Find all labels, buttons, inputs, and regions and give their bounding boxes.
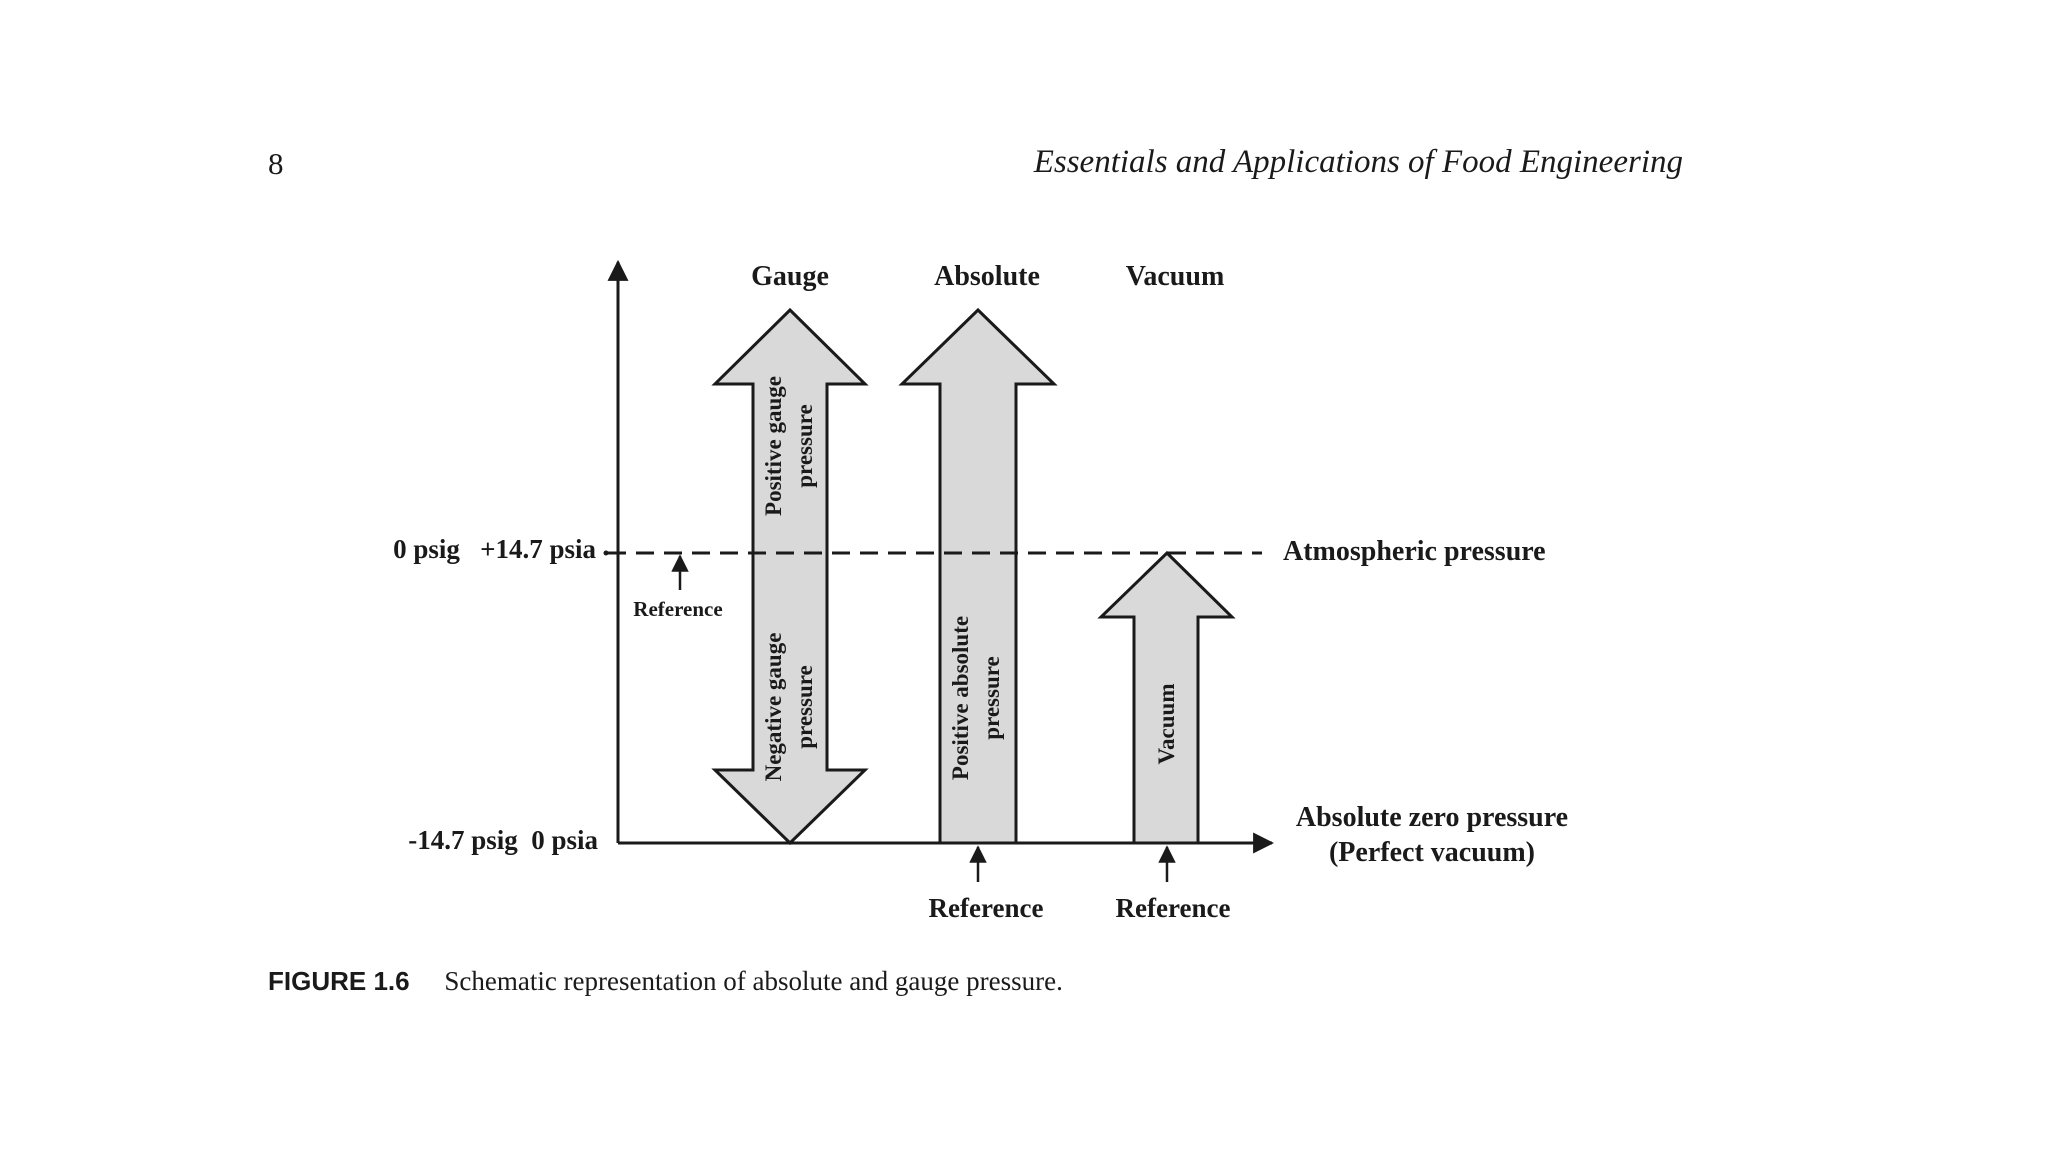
figure-label: FIGURE 1.6 [268,966,410,996]
gauge-double-arrow [711,307,869,846]
positive-gauge-label-1: Positive gauge [761,376,786,516]
positive-absolute-label-1: Positive absolute [948,616,973,780]
vacuum-arrow-label: Vacuum [1154,684,1179,765]
zero-level-label: -14.7 psig 0 psia [408,825,598,855]
page-number: 8 [268,146,284,181]
vacuum-arrow [1097,550,1236,845]
figure-caption-text: Schematic representation of absolute and… [444,966,1063,996]
column-label-gauge: Gauge [751,261,829,292]
atmospheric-pressure-label: Atmospheric pressure [1283,536,1546,567]
column-label-vacuum: Vacuum [1126,261,1225,292]
perfect-vacuum-label: (Perfect vacuum) [1329,837,1535,868]
column-label-absolute: Absolute [934,261,1040,292]
negative-gauge-label-2: pressure [792,665,817,749]
positive-gauge-label-2: pressure [792,404,817,488]
negative-gauge-label-1: Negative gauge [761,633,786,782]
absolute-reference-label: Reference [929,893,1044,923]
absolute-arrow [898,307,1058,845]
atmospheric-point [603,550,609,556]
positive-absolute-label-2: pressure [979,656,1004,740]
gauge-reference-label: Reference [633,597,722,621]
vacuum-reference-label: Reference [1116,893,1231,923]
absolute-zero-label: Absolute zero pressure [1296,802,1568,833]
figure-caption: FIGURE 1.6 Schematic representation of a… [268,966,1063,997]
atmospheric-level-label: 0 psig +14.7 psia [393,534,596,564]
running-head: Essentials and Applications of Food Engi… [1033,144,1683,180]
